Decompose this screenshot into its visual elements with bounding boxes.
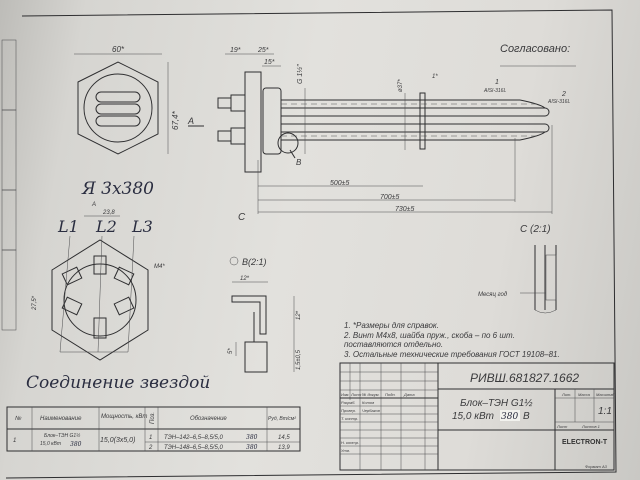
role-doc: № докум. [362,392,380,397]
role-date: Дата [403,392,415,397]
company-logo: ELECTRON-T [562,439,608,446]
format-label: Формат А3 [585,464,608,469]
top-view-hex [74,53,169,155]
product-name-line1: Блок–ТЭН G1½ [460,398,533,409]
note-1: 1. *Размеры для справок. [344,321,439,330]
role-sign: Подп. [385,392,396,397]
person-role-4: Утв. [341,448,350,453]
detail-c-title: C (2:1) [520,224,551,235]
th-no: № [15,415,22,422]
callout-1-pos: 1 [495,79,499,86]
section-mark-c: C [238,212,246,223]
callout-2-material: AISI-316L [547,99,570,105]
person-name-0: Котов [362,400,374,405]
detail-b-dim-h: 12* [296,310,302,320]
dim-1: 1* [432,74,438,80]
title-block [339,362,615,471]
person-role-0: Разраб. [341,400,355,405]
scale-value: 1:1 [598,406,612,417]
mass-label: Масса [578,392,591,397]
item-name-1: Блок–ТЭН G1½ [44,432,81,439]
top-view-arrow-label: A [187,116,194,126]
sheet-label: Лист [556,424,568,429]
dim-m4: M4* [154,264,165,270]
callout-2-pos: 2 [561,91,566,98]
callout-1-material: AISI-316L [483,88,506,94]
dim-pitch: 23,8 [102,210,115,216]
row2-load: 13,9 [278,445,290,451]
dim-27-5: 27,5* [32,295,38,311]
side-view-heater [217,53,553,214]
front-view-label: A [91,202,96,208]
label-l3: L3 [131,217,153,236]
detail-mark-b: B [296,158,302,167]
doc-number: РИВШ.681827.1662 [470,371,579,385]
person-role-3: Н. контр. [341,440,359,445]
top-view-dim-width: 60* [112,45,125,54]
dim-15: 15* [264,59,275,66]
role-izm: Изм. [341,392,350,397]
approval-label: Согласовано: [500,43,570,55]
detail-c-view [520,245,557,314]
detail-b-marker [229,256,239,266]
note-3: 3. Остальные технические требования ГОСТ… [344,350,560,359]
sheets-label: Листов 1 [581,424,600,429]
row1-designation: ТЭН–142–6,5–8,5/5,0 [164,435,223,441]
row2-pos: 2 [148,445,153,451]
detail-c-date-label: Месяц год [478,292,508,298]
row2-designation: ТЭН–148–6,5–8,5/5,0 [164,445,223,451]
label-l1: L1 [57,217,79,236]
spec-table [6,406,301,452]
item-no: 1 [13,438,16,444]
drawing-frame [5,9,617,479]
note-2-cont: поставляются отдельно. [344,340,443,349]
row1-load: 14,5 [278,435,290,441]
dim-730: 730±5 [395,206,415,213]
row1-pos: 1 [149,435,152,441]
top-view-dim-height: 67,4* [171,110,180,130]
dim-diameter: ø37* [398,79,404,92]
handwritten-connection: Соединение звездой [26,373,210,393]
detail-b-bracket [231,281,295,373]
lit-label: Лит. [561,392,571,397]
title-block-labels: Изм. Лист № докум. Подп. Дата Разраб. Ко… [341,392,615,453]
dim-700: 700±5 [380,194,400,201]
row1-voltage: 380 [246,434,258,441]
role-list: Лист [350,392,362,397]
row2-voltage: 380 [246,444,258,451]
notes: 1. *Размеры для справок. 2. Винт М4х8, ш… [343,321,560,359]
th-designation: Обозначение [190,416,227,422]
item-name-2: 15,0 кВт [40,441,61,447]
dim-500: 500±5 [330,180,350,187]
dim-25: 25* [257,47,269,54]
left-strip [1,39,17,331]
note-2: 2. Винт М4х8, шайба пруж., скоба – по 6 … [343,331,515,340]
spec-table-text: № Наименование Мощность, кВт Поз. Обозна… [13,412,296,451]
detail-b-dim-w: 12* [240,276,250,282]
item-voltage: 380 [70,441,82,448]
dim-thread: G 1½" [296,64,304,84]
detail-b-title: B(2:1) [242,257,267,267]
dim-19: 19* [230,47,241,54]
product-voltage-unit: В [523,411,530,422]
scale-label: Масштаб [596,392,615,397]
handwritten-voltage: Я 3х380 [81,179,154,199]
th-power: Мощность, кВт [101,414,147,420]
item-power: 15,0(3х5,0) [100,437,135,444]
voltage-sticker [500,410,520,421]
front-view-terminals [51,215,149,361]
th-name: Наименование [40,416,82,422]
th-load: Руд, Вт/см² [268,416,296,422]
th-pos: Поз. [150,412,156,424]
detail-b-dim-a: 5* [228,348,234,354]
detail-b-dim-b: 1,5±0,5 [296,349,302,370]
product-name-line2: 15,0 кВт [452,411,494,422]
person-role-1: Провер. [341,408,356,413]
label-l2: L2 [95,217,117,236]
product-voltage: 380 [501,412,518,422]
person-role-2: Т. контр. [341,416,358,421]
person-name-1: Чербаков [362,408,380,413]
